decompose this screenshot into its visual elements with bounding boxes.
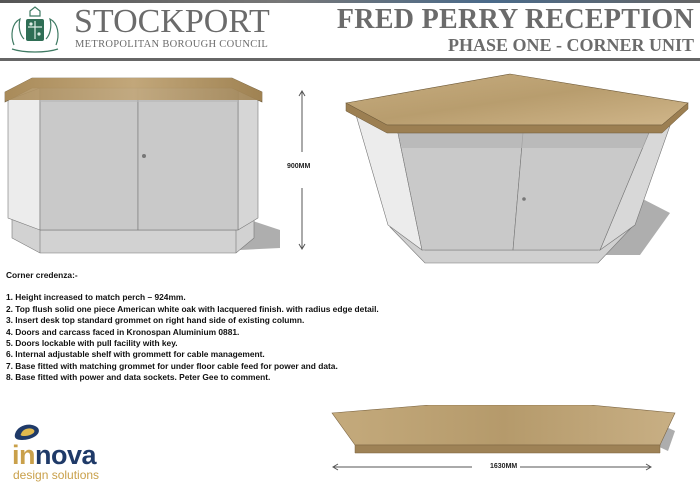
innova-logo: innova <box>12 440 97 470</box>
worktop-plan-drawing <box>331 405 676 454</box>
org-name: STOCKPORT <box>74 3 270 40</box>
header-divider <box>0 58 700 61</box>
note-item: 1. Height increased to match perch – 924… <box>6 292 186 303</box>
innova-swoosh-icon <box>14 424 39 440</box>
note-item: 4. Doors and carcass faced in Kronospan … <box>6 326 240 337</box>
front-view-drawing <box>4 77 280 254</box>
note-item: 2. Top flush solid one piece American wh… <box>6 303 379 314</box>
org-subtitle: METROPOLITAN BOROUGH COUNCIL <box>75 39 269 50</box>
height-dimension-label: 900MM <box>287 163 311 170</box>
logo-nova: nova <box>35 440 97 470</box>
perspective-view-drawing <box>345 73 689 264</box>
note-item: 8. Base fitted with power and data socke… <box>6 372 271 383</box>
notes-heading: Corner credenza:- <box>6 270 78 280</box>
specification-notes: Corner credenza:- 1. Height increased to… <box>6 270 379 384</box>
note-item: 7. Base fitted with matching grommet for… <box>6 360 338 371</box>
width-dimension-label: 1630MM <box>490 463 518 470</box>
note-item: 5. Doors lockable with pull facility wit… <box>6 338 178 349</box>
council-crest-icon <box>11 6 59 53</box>
note-item: 6. Internal adjustable shelf with gromme… <box>6 349 265 360</box>
width-dimension-arrow <box>332 463 652 471</box>
header-top-bar <box>0 0 700 3</box>
project-title: FRED PERRY RECEPTION <box>336 4 694 35</box>
logo-tagline: design solutions <box>13 468 100 482</box>
note-item: 3. Insert desk top standard grommet on r… <box>6 315 305 326</box>
logo-in: in <box>12 440 36 470</box>
height-dimension-arrow <box>298 90 306 250</box>
project-subtitle: PHASE ONE - CORNER UNIT <box>447 35 694 55</box>
